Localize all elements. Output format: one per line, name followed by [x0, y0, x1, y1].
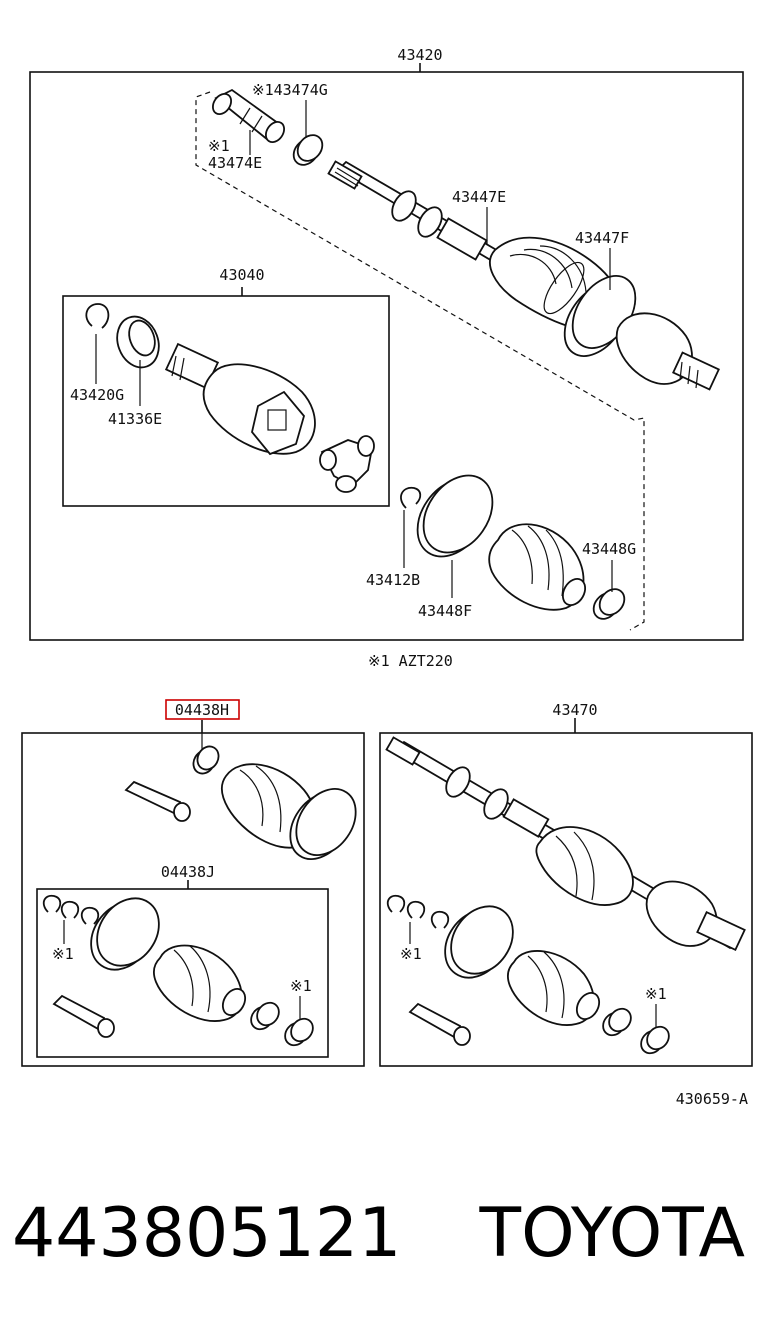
kit-ring-1: [42, 894, 62, 913]
figure-code: 430659-A: [676, 1090, 748, 1108]
right-outboard-boot: [535, 826, 634, 906]
note-left-clamp: ※1: [290, 977, 312, 995]
note-right-ring: ※1: [400, 945, 422, 963]
inner-joint-box: [62, 295, 390, 507]
kit-small-clamp-2: [284, 1017, 314, 1047]
label-41336E: 41336E: [108, 410, 162, 428]
right-ring-2: [406, 900, 426, 919]
right-ring-1: [386, 894, 406, 913]
bottom-right-panel: 43470 ※1: [379, 701, 753, 1067]
kit-grease-tube: [124, 780, 191, 822]
label-43412B: 43412B: [366, 571, 420, 589]
snap-ring-43412B: [400, 486, 422, 509]
clamp-43448G: [592, 588, 626, 620]
note-left-ring: ※1: [52, 945, 74, 963]
note-azt220: ※1 AZT220: [368, 652, 453, 670]
label-04438J: 04438J: [161, 863, 215, 881]
kit-clamp-large: [289, 788, 357, 860]
kit-small-clamp-1: [250, 1001, 280, 1031]
label-43040: 43040: [219, 266, 264, 284]
label-43448G: 43448G: [582, 540, 636, 558]
label-43448F: 43448F: [418, 602, 472, 620]
label-04438H: 04438H: [175, 701, 229, 719]
label-43474E-note: ※1: [208, 137, 230, 155]
right-small-clamp-1: [602, 1007, 632, 1037]
sleeve-43474E: [212, 88, 285, 144]
snap-ring-43420G: [85, 303, 110, 329]
inner-joint-housing: [164, 342, 316, 456]
kit-ring-3: [80, 906, 100, 925]
kit-clamp-small: [192, 745, 220, 775]
kit-clamp-band: [90, 897, 160, 971]
tripod: [319, 435, 375, 493]
label-43447F: 43447F: [575, 229, 629, 247]
dashed-guide: [195, 91, 645, 631]
highlight-box-04438H: [165, 699, 240, 720]
kit-ring-2: [60, 900, 80, 919]
bottom-left-panel: 04438H 04438J ※1: [21, 699, 365, 1067]
right-outer-joint: [645, 880, 746, 952]
outer-cv-joint: [615, 312, 720, 391]
note-right-clamp: ※1: [645, 985, 667, 1003]
right-inner-boot: [507, 950, 601, 1026]
label-43420: 43420: [397, 46, 442, 64]
inner-boot: [488, 523, 587, 611]
right-ring-3: [430, 910, 450, 929]
kit-inner-grease-tube: [52, 994, 115, 1038]
label-43420G: 43420G: [70, 386, 124, 404]
label-43474E: 43474E: [208, 154, 262, 172]
seal-41336E: [116, 315, 160, 369]
kit-inner-boot: [153, 944, 247, 1022]
label-43474G: ※143474G: [252, 81, 328, 99]
part-number: 443805121: [12, 1194, 401, 1273]
top-panel: 43420 ※143474G ※1 43474E: [29, 46, 744, 641]
top-panel-frame: [29, 71, 744, 641]
right-assembly-frame: [379, 732, 753, 1067]
right-small-clamp-2: [640, 1025, 670, 1055]
clamp-43474G: [292, 134, 324, 166]
label-43447E: 43447E: [452, 188, 506, 206]
inner-kit-box: [36, 888, 329, 1058]
boot-kit-frame: [21, 732, 365, 1067]
brand-name: TOYOTA: [479, 1194, 745, 1273]
right-grease-tube: [408, 1002, 471, 1046]
right-clamp-band: [444, 905, 514, 979]
clamp-43448F: [416, 474, 494, 558]
label-43470: 43470: [552, 701, 597, 719]
